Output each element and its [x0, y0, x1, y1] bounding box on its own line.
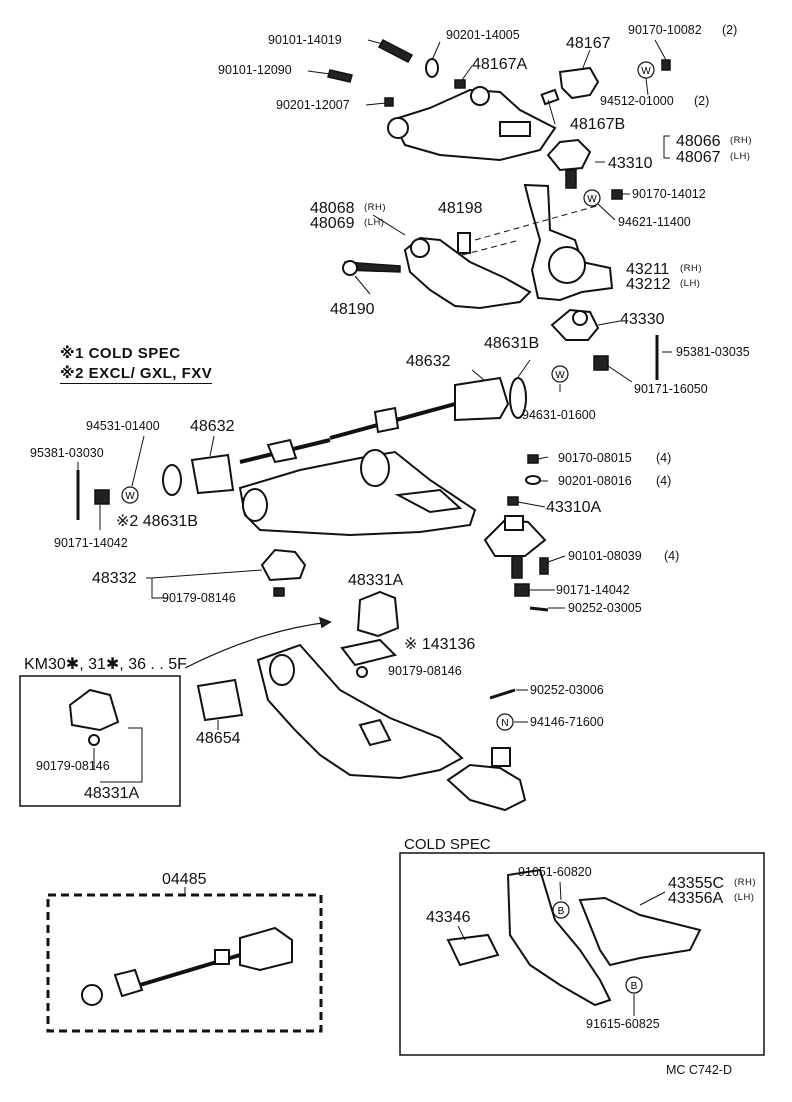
label-94512-01000: 94512-01000 — [600, 94, 674, 108]
label-43355C: 43355C — [668, 875, 725, 892]
knuckle-assembly: W — [342, 183, 623, 341]
label-43212-side: (LH) — [680, 278, 701, 289]
km30-box — [19, 675, 181, 807]
label-90179-08146-b: 90179-08146 — [388, 664, 462, 678]
label-48190: 48190 — [330, 301, 375, 318]
label-90170-10082-qty: (2) — [722, 23, 738, 37]
label-90101-08039-qty: (4) — [664, 549, 680, 563]
bolt-mark-b1: B — [558, 906, 565, 917]
washer-mark-w1: W — [641, 66, 651, 77]
label-48067: 48067 — [676, 149, 721, 166]
tension-rod: W W — [76, 335, 659, 520]
leader-lines-lower-upper — [517, 456, 566, 609]
cold-spec-box — [399, 852, 765, 1056]
label-90170-08015: 90170-08015 — [558, 451, 632, 465]
label-90179-08146-a: 90179-08146 — [162, 591, 236, 605]
label-04485: 04485 — [162, 871, 207, 888]
lower-arm-bottom: N — [196, 643, 527, 812]
label-90170-14012: 90170-14012 — [632, 187, 706, 201]
label-48332: 48332 — [92, 570, 137, 587]
label-43212: 43212 — [626, 276, 671, 293]
label-48632-a: 48632 — [406, 353, 451, 370]
label-90101-12090: 90101-12090 — [218, 63, 292, 77]
label-43356A-side: (LH) — [734, 892, 755, 903]
note-cold-spec: ※1 COLD SPEC — [60, 345, 181, 362]
washer-mark-w4: W — [555, 370, 565, 381]
label-48167A: 48167A — [472, 56, 528, 73]
label-90179-08146-c: 90179-08146 — [36, 759, 110, 773]
leader-lines-upper — [307, 39, 670, 163]
label-48631B-b: ※2 48631B — [116, 513, 198, 530]
washer-mark-n: N — [501, 718, 508, 729]
label-90101-08039: 90101-08039 — [568, 549, 642, 563]
label-48198: 48198 — [438, 200, 483, 217]
bolt-mark-b2: B — [631, 981, 638, 992]
label-91615-60825: 91615-60825 — [586, 1017, 660, 1031]
label-43355C-side: (RH) — [734, 877, 757, 888]
label-90170-10082: 90170-10082 — [628, 23, 702, 37]
label-43346: 43346 — [426, 909, 471, 926]
label-43211: 43211 — [626, 261, 670, 278]
label-43310A: 43310A — [546, 499, 602, 516]
label-km30: KM30✱, 31✱, 36 . . 5F — [24, 656, 187, 673]
bracket-48331A — [184, 590, 400, 678]
label-90170-08015-qty: (4) — [656, 451, 672, 465]
note-excl: ※2 EXCL/ GXL, FXV — [60, 365, 213, 384]
leader-lines-mid — [354, 193, 630, 326]
upper-arm-top: W — [327, 39, 671, 189]
label-43136: ※ 143136 — [404, 636, 476, 653]
label-48067-side: (LH) — [730, 151, 751, 162]
km30-bracket — [68, 688, 143, 783]
label-94512-01000-qty: (2) — [694, 94, 710, 108]
label-90201-14005: 90201-14005 — [446, 28, 520, 42]
label-48068: 48068 — [310, 200, 355, 217]
label-94531-01400: 94531-01400 — [86, 419, 160, 433]
leader-lines-bottom — [217, 689, 528, 730]
label-90201-08016: 90201-08016 — [558, 474, 632, 488]
label-94621-11400: 94621-11400 — [618, 215, 691, 229]
label-48069-side: (LH) — [364, 217, 385, 228]
label-48069: 48069 — [310, 215, 355, 232]
cold-spec-parts: B B — [446, 868, 702, 1016]
leader-lines-rod — [77, 351, 672, 530]
label-94631-01600: 94631-01600 — [522, 408, 596, 422]
label-48167: 48167 — [566, 35, 611, 52]
label-95381-03030: 95381-03030 — [30, 446, 104, 460]
label-90101-14019: 90101-14019 — [268, 33, 342, 47]
lower-arm-upper — [238, 449, 549, 612]
label-90252-03006: 90252-03006 — [530, 683, 604, 697]
bump-stopper — [146, 548, 307, 599]
kit-04485-rod — [81, 926, 293, 1006]
label-90252-03005: 90252-03005 — [568, 601, 642, 615]
label-43211-side: (RH) — [680, 263, 703, 274]
label-43310: 43310 — [608, 155, 653, 172]
label-43356A: 43356A — [668, 890, 724, 907]
label-43330: 43330 — [620, 311, 665, 328]
label-48167B: 48167B — [570, 116, 626, 133]
label-cold-spec-box: COLD SPEC — [404, 836, 491, 853]
label-48331A-a: 48331A — [348, 572, 404, 589]
label-48068-side: (RH) — [364, 202, 387, 213]
label-48632-b: 48632 — [190, 418, 235, 435]
label-48631B-a: 48631B — [484, 335, 540, 352]
label-48331A-b: 48331A — [84, 785, 140, 802]
footer-code: MC C742-D — [666, 1063, 732, 1077]
washer-mark-w3: W — [125, 491, 135, 502]
label-48654: 48654 — [196, 730, 241, 747]
label-90171-14042-b: 90171-14042 — [556, 583, 630, 597]
label-94146-71600: 94146-71600 — [530, 715, 604, 729]
label-90201-12007: 90201-12007 — [276, 98, 350, 112]
washer-mark-w2: W — [587, 194, 597, 205]
label-91651-60820: 91651-60820 — [518, 865, 592, 879]
label-48066-side: (RH) — [730, 135, 753, 146]
label-48066: 48066 — [676, 133, 721, 150]
label-90171-14042-a: 90171-14042 — [54, 536, 128, 550]
label-90171-16050: 90171-16050 — [634, 382, 708, 396]
label-95381-03035: 95381-03035 — [676, 345, 750, 359]
label-90201-08016-qty: (4) — [656, 474, 672, 488]
